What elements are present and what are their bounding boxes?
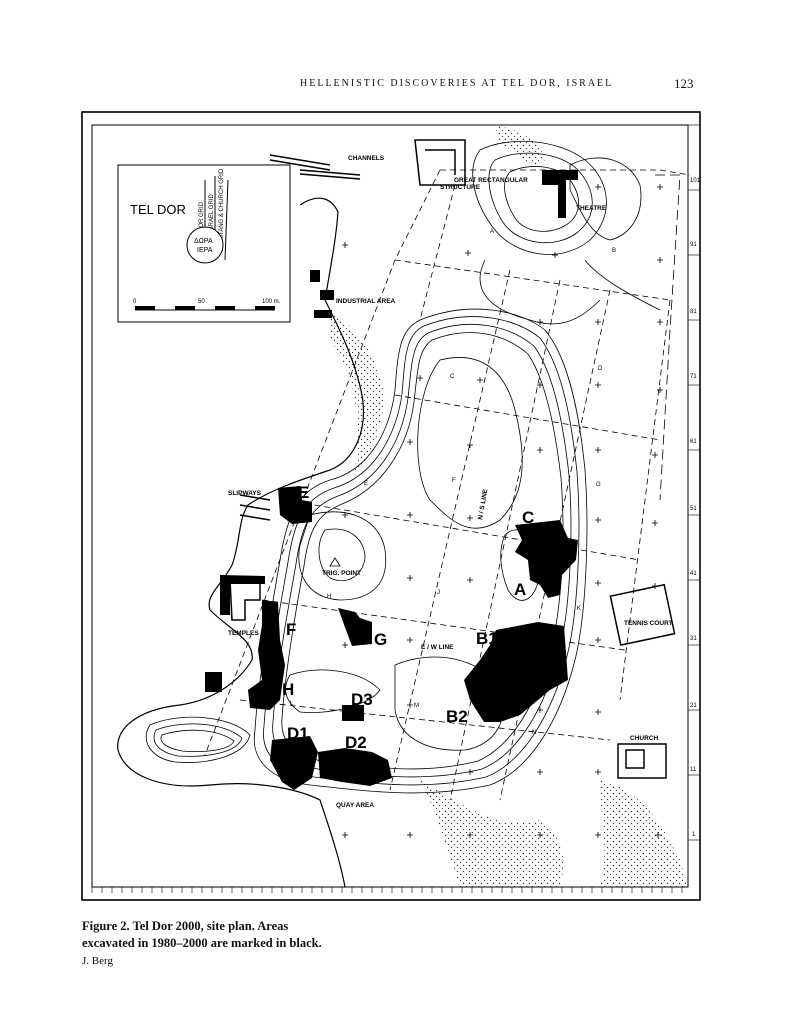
running-head: HELLENISTIC DISCOVERIES AT TEL DOR, ISRA…: [300, 78, 614, 89]
figure-caption: Figure 2. Tel Dor 2000, site plan. Areas…: [82, 918, 322, 970]
label-ns-line: N / S LINE: [477, 488, 489, 520]
right-tick-21: 21: [690, 703, 697, 709]
caption-text: Figure 2. Tel Dor 2000, site plan. Areas…: [82, 919, 322, 950]
north-label-garstang: GARSTANG & CHURCH GRID: [219, 168, 225, 252]
label-tennis-court: TENNIS COURT: [624, 620, 673, 627]
grid-letter-c: C: [450, 374, 455, 380]
grid-letter-h: H: [327, 594, 331, 600]
area-label-e: E: [298, 483, 309, 502]
north-label-dor: DOR GRID: [199, 201, 205, 232]
scale-label-0: 0: [133, 299, 137, 305]
scale-label-100: 100 m.: [262, 299, 281, 305]
grid-letter-a: A: [490, 229, 494, 235]
inset-box: TEL DOR DOR GRID ISRAEL GRID GARSTANG & …: [117, 164, 291, 323]
area-label-d1: D1: [287, 724, 309, 743]
site-boundary: [655, 174, 681, 501]
trig-point-icon: [329, 557, 341, 567]
north-label-israel: ISRAEL GRID: [209, 194, 215, 232]
area-label-f: F: [286, 620, 296, 639]
right-tick-41: 41: [690, 571, 697, 577]
grid-letter-f: F: [452, 478, 456, 484]
scale-label-50: 50: [198, 299, 205, 305]
right-tick-81: 81: [690, 309, 697, 315]
grid-crosses: [342, 184, 663, 838]
label-industrial: INDUSTRIAL AREA: [336, 298, 396, 305]
area-label-a: A: [514, 580, 526, 599]
label-quay-area: QUAY AREA: [336, 802, 374, 809]
label-church: CHURCH: [630, 735, 658, 742]
dunes: [330, 125, 688, 887]
label-theatre: THEATRE: [576, 205, 607, 212]
grid-letter-m: M: [414, 703, 419, 709]
area-label-g: G: [374, 630, 387, 649]
grid-letter-j: J: [437, 590, 440, 596]
right-tick-71: 71: [690, 374, 697, 380]
label-ew-line: E / W LINE: [421, 644, 454, 651]
area-label-c: C: [522, 508, 534, 527]
grid-letter-g: G: [596, 482, 601, 488]
excavated-areas: [205, 170, 578, 790]
map-frame: [81, 111, 701, 901]
right-tick-61: 61: [690, 439, 697, 445]
caption-credit: J. Berg: [82, 955, 113, 967]
right-tick-101: 101: [690, 178, 701, 184]
right-tick-31: 31: [690, 636, 697, 642]
right-tick-51: 51: [690, 506, 697, 512]
coastline: [117, 197, 364, 888]
label-slipways: SLIPWAYS: [228, 490, 262, 497]
area-label-h: H: [282, 680, 294, 699]
grid-letter-n: N: [532, 730, 536, 736]
grid-letter-k: K: [577, 606, 581, 612]
right-tick-1: 1: [692, 832, 696, 838]
label-structure: STRUCTURE: [440, 184, 481, 191]
grid-letter-e: E: [364, 481, 368, 487]
label-trig-point: TRIG. POINT: [322, 570, 361, 577]
seal-text-1: ΔΩΡΑ: [194, 238, 213, 245]
right-tick-11: 11: [690, 767, 697, 773]
area-label-b1: B1: [476, 629, 498, 648]
area-label-d3: D3: [351, 690, 373, 709]
label-channels: CHANNELS: [348, 155, 385, 162]
inset-title: TEL DOR: [130, 202, 186, 217]
seal-icon: [186, 226, 224, 264]
structures: [229, 139, 676, 779]
page-number: 123: [674, 76, 694, 91]
grid-letter-l: L: [290, 701, 294, 707]
grid-letter-b: B: [612, 248, 616, 254]
area-label-d2: D2: [345, 733, 367, 752]
right-tick-91: 91: [690, 242, 697, 248]
grid-letter-d: D: [598, 366, 603, 372]
seal-text-2: ΙΕΡΑ: [197, 247, 213, 254]
label-temples: TEMPLES: [228, 630, 259, 637]
area-label-b2: B2: [446, 707, 468, 726]
label-great-rect: GREAT RECTANGULAR: [454, 177, 528, 184]
